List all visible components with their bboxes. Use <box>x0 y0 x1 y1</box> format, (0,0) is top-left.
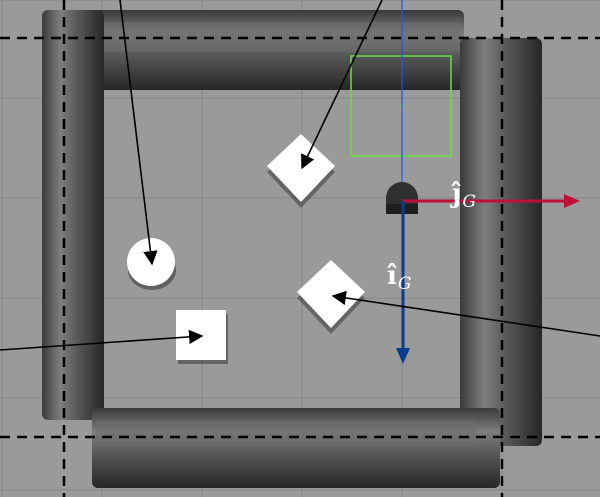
i-axis-subscript: G <box>398 274 412 294</box>
j-axis-label: ĵG <box>452 181 476 211</box>
j-axis-subscript: G <box>462 192 476 212</box>
j-axis-symbol: ĵ <box>452 179 461 209</box>
i-axis-symbol: î <box>387 261 397 291</box>
wall-bottom-inner <box>96 420 476 446</box>
i-axis-label: îG <box>387 263 411 293</box>
wall-left <box>42 10 104 420</box>
